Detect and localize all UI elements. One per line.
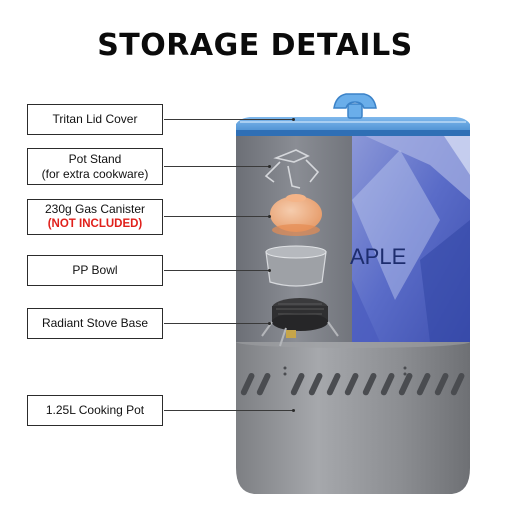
- connector-dot-stove: [268, 322, 271, 325]
- connector-dot-stand: [268, 165, 271, 168]
- label-text: PP Bowl: [72, 263, 118, 277]
- sleeve-brand-text: APLE: [350, 244, 406, 269]
- connector-dot-pot: [292, 409, 295, 412]
- label-text: 230g Gas Canister: [44, 202, 146, 217]
- label-text: 1.25L Cooking Pot: [45, 403, 145, 417]
- label-subtext: (for extra cookware): [41, 166, 149, 181]
- label-gas-canister: 230g Gas Canister (NOT INCLUDED): [27, 199, 163, 235]
- label-text: Radiant Stove Base: [41, 316, 149, 330]
- page-title: STORAGE DETAILS: [97, 28, 413, 63]
- connector-dot-canister: [268, 215, 271, 218]
- label-text: Pot Stand: [68, 151, 122, 166]
- label-radiant-stove-base: Radiant Stove Base: [27, 308, 163, 339]
- pot-stand-item: [264, 149, 320, 189]
- gas-canister-item: [270, 194, 322, 236]
- radiant-stove-item: [261, 298, 339, 347]
- label-text: Tritan Lid Cover: [52, 112, 138, 126]
- connector-line-bowl: [164, 270, 270, 271]
- connector-line-stove: [164, 323, 270, 324]
- lid-handle: [333, 93, 377, 119]
- heat-vents: [240, 372, 465, 396]
- label-cooking-pot: 1.25L Cooking Pot: [27, 395, 163, 426]
- not-included-warning: (NOT INCLUDED): [47, 218, 143, 231]
- label-pp-bowl: PP Bowl: [27, 255, 163, 286]
- connector-line-stand: [164, 166, 270, 167]
- label-pot-stand: Pot Stand (for extra cookware): [27, 148, 163, 185]
- cooking-pot-body: [236, 340, 470, 494]
- connector-dot-bowl: [268, 269, 271, 272]
- connector-line-canister: [164, 216, 270, 217]
- connector-dot-lid: [292, 118, 295, 121]
- connector-line-lid: [164, 119, 294, 120]
- tritan-lid: [236, 117, 470, 136]
- connector-line-pot: [164, 410, 294, 411]
- label-tritan-lid-cover: Tritan Lid Cover: [27, 104, 163, 135]
- pp-bowl-item: [265, 245, 327, 287]
